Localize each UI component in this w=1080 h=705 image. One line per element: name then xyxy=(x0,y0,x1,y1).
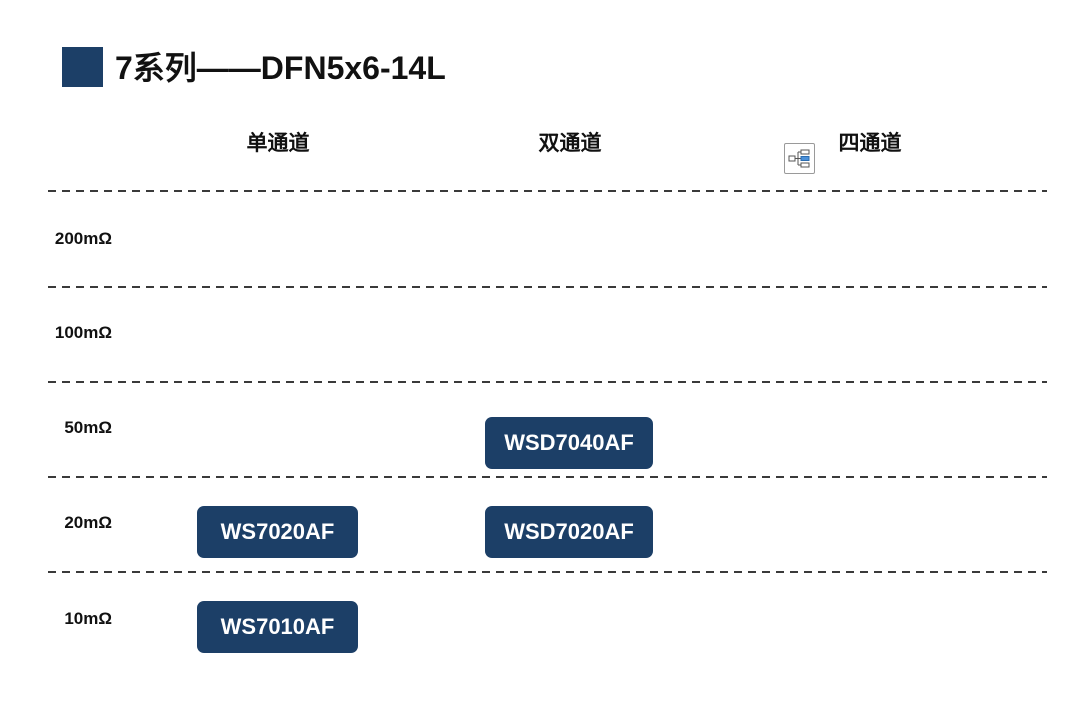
org-chart-icon[interactable] xyxy=(784,143,815,174)
row-label: 50mΩ xyxy=(64,418,112,437)
column-header-quad-channel: 四通道 xyxy=(838,132,902,155)
row-label: 100mΩ xyxy=(54,323,112,342)
product-button-ws7020af[interactable]: WS7020AF xyxy=(197,506,358,558)
title-marker xyxy=(62,47,103,87)
row-label: 10mΩ xyxy=(64,609,112,628)
product-button-ws7010af[interactable]: WS7010AF xyxy=(197,601,358,653)
row-divider xyxy=(48,571,1047,573)
column-header-dual-channel: 双通道 xyxy=(538,132,602,155)
row-divider xyxy=(48,476,1047,478)
row-divider xyxy=(48,286,1047,288)
row-label: 200mΩ xyxy=(54,229,112,248)
product-button-wsd7020af[interactable]: WSD7020AF xyxy=(485,506,653,558)
row-divider xyxy=(48,190,1047,192)
page-title: 7系列——DFN5x6-14L xyxy=(115,50,446,86)
row-label: 20mΩ xyxy=(64,513,112,532)
row-divider xyxy=(48,381,1047,383)
column-header-single-channel: 单通道 xyxy=(246,132,310,155)
product-button-wsd7040af[interactable]: WSD7040AF xyxy=(485,417,653,469)
